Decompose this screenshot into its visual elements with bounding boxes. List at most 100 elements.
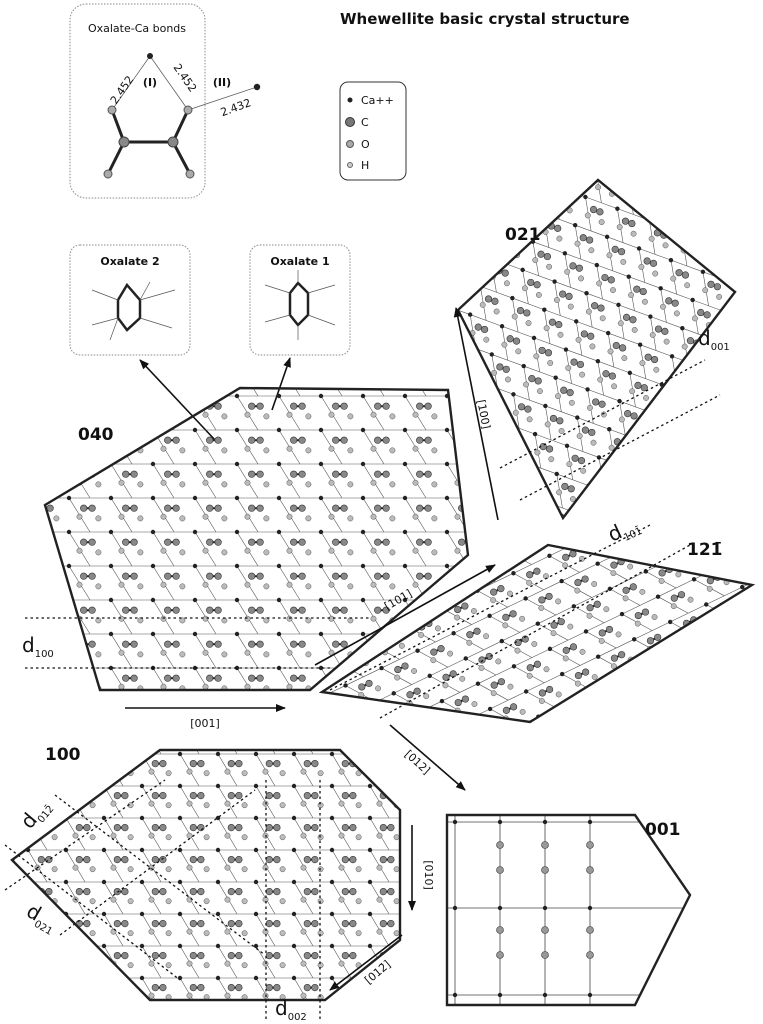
o-atom — [415, 897, 420, 902]
ca-atom — [476, 92, 480, 96]
c-atom — [426, 792, 433, 799]
c-atom — [190, 696, 197, 703]
ca-atom — [139, 847, 145, 853]
o-atom — [179, 617, 186, 624]
o-atom — [165, 898, 172, 905]
c-atom — [80, 709, 87, 716]
o-atom — [491, 369, 498, 376]
bond-line — [725, 407, 732, 442]
ca-atom — [403, 623, 408, 628]
c-atom — [470, 354, 478, 362]
ca-atom — [402, 495, 408, 501]
o-atom — [515, 348, 522, 355]
ca-atom — [108, 563, 114, 569]
o-atom — [696, 446, 703, 453]
c-atom — [130, 572, 138, 580]
o-atom — [118, 649, 125, 656]
c-atom — [639, 287, 647, 296]
o-atom — [35, 616, 40, 621]
o-atom — [35, 705, 40, 710]
o-atom — [400, 466, 405, 471]
c-atom — [236, 728, 243, 735]
o-atom — [567, 716, 574, 722]
o-atom — [390, 720, 395, 725]
c-atom — [653, 545, 661, 548]
c-atom — [550, 714, 559, 722]
c-atom — [130, 606, 138, 614]
cc-bond — [425, 276, 431, 278]
bond-line — [729, 545, 752, 563]
bond-length-far: 2.432 — [219, 96, 253, 119]
bond-line — [551, 725, 587, 742]
cc-bond — [554, 713, 563, 720]
o-atom — [711, 461, 716, 466]
o-atom — [600, 569, 605, 574]
c-atom — [382, 538, 390, 546]
c-atom — [538, 346, 546, 355]
o-atom — [755, 594, 760, 599]
c-atom — [473, 547, 480, 554]
c-atom — [566, 389, 574, 397]
ca-atom — [319, 326, 323, 330]
ca-atom — [679, 551, 685, 557]
bond-line — [657, 579, 695, 597]
bond-line — [622, 504, 658, 521]
ca-atom — [628, 466, 634, 472]
bond-line — [322, 710, 358, 722]
ca-atom — [367, 847, 373, 853]
c-atom — [618, 651, 626, 659]
o-atom — [648, 235, 655, 242]
c-atom — [121, 855, 129, 864]
o-atom — [718, 611, 725, 617]
ca-atom — [66, 495, 72, 501]
c-atom — [130, 436, 138, 444]
c-atom — [164, 436, 172, 444]
ca-atom — [562, 155, 566, 159]
ca-atom — [571, 511, 575, 515]
c-atom — [151, 855, 159, 864]
bond-line — [504, 519, 510, 553]
o-atom — [328, 615, 335, 622]
bond-line — [609, 478, 645, 495]
c-atom — [424, 402, 432, 410]
c-atom — [256, 470, 264, 478]
ca-atom — [650, 506, 655, 512]
bond-line — [671, 356, 705, 369]
o-atom — [35, 737, 40, 742]
o-atom — [474, 754, 479, 759]
o-atom — [533, 353, 540, 360]
o-atom — [479, 301, 486, 308]
ca-atom — [109, 700, 113, 704]
c-atom — [670, 502, 677, 509]
o-atom — [35, 718, 40, 723]
ca-atom — [66, 631, 72, 637]
o-atom — [455, 378, 460, 383]
c-atom — [130, 640, 138, 648]
o-atom — [364, 754, 369, 759]
c-atom — [374, 538, 382, 546]
o-atom — [119, 344, 124, 349]
c-atom — [382, 572, 390, 580]
bond-line — [658, 486, 694, 503]
bond-line — [522, 269, 555, 282]
o-atom — [286, 581, 293, 588]
ca-atom — [447, 369, 451, 373]
c-atom — [131, 709, 138, 716]
bond-line — [724, 311, 731, 346]
bond-line — [362, 388, 385, 397]
c-atom — [0, 335, 3, 342]
o-atom — [412, 547, 419, 554]
c-atom — [586, 236, 594, 244]
ca-atom — [318, 665, 324, 671]
o-atom — [355, 866, 362, 873]
o-atom — [652, 270, 659, 277]
o-atom — [546, 263, 553, 270]
o-atom — [0, 705, 2, 710]
o-atom — [328, 581, 335, 588]
ca-atom — [139, 815, 145, 821]
bond-line — [546, 502, 553, 518]
o-atom — [630, 230, 637, 237]
bond-line — [586, 292, 619, 306]
o-atom — [474, 461, 481, 467]
ca-atom — [151, 326, 155, 330]
